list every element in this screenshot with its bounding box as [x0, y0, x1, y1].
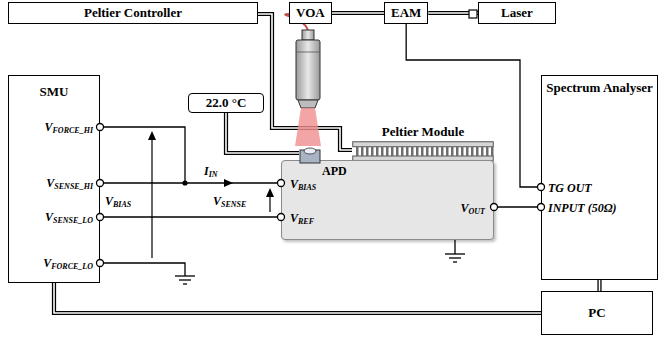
pin-label: VBIAS — [290, 176, 316, 192]
ground-symbol — [175, 276, 195, 284]
arrowhead — [224, 179, 233, 187]
box-label: Peltier Controller — [84, 5, 182, 21]
instrument-box: EAM — [384, 2, 428, 24]
terminal — [97, 124, 545, 267]
pin-label: VREF — [290, 210, 314, 226]
cable — [54, 283, 541, 313]
light-beam — [295, 108, 321, 146]
instrument-box: Laser — [478, 2, 556, 24]
cable — [258, 14, 352, 150]
device-board: VBIAS VREF VOUT APD — [281, 160, 494, 240]
connector-group — [100, 127, 281, 187]
peltier-body — [352, 141, 494, 162]
pin-name: VFORCE_HI — [44, 119, 94, 135]
junction-dot — [182, 180, 187, 185]
fibre-connector — [469, 10, 477, 18]
wire — [494, 206, 541, 207]
voltage-label: VBIAS — [104, 193, 132, 209]
photodiode-chip — [299, 147, 321, 164]
pin-name: VSENSE_HI — [45, 175, 94, 191]
connector-group — [599, 280, 600, 291]
wire — [100, 127, 281, 183]
voltage-arrow — [266, 188, 274, 212]
connector-group — [226, 113, 299, 153]
cable — [597, 280, 601, 291]
box-label: VOA — [296, 5, 325, 21]
port-label: INPUT (50Ω) — [548, 200, 617, 216]
box-label: SMU — [13, 84, 95, 100]
cable — [332, 11, 384, 15]
port-label: TG OUT — [548, 180, 592, 196]
current-label: IIN — [203, 163, 219, 179]
cable-core — [54, 283, 541, 313]
fibre-collimator — [296, 30, 320, 108]
connector-group — [494, 207, 541, 208]
temperature-readout: 22.0 °C — [188, 93, 264, 113]
cable-core — [332, 12, 384, 14]
ground-wire — [100, 263, 185, 276]
pin-name: VSENSE_LO — [44, 209, 94, 225]
box-label: Peltier Module — [352, 124, 494, 140]
instrument-box: Spectrum Analyser TG OUT INPUT (50Ω) — [541, 75, 658, 280]
controller-box: Peltier Controller — [8, 2, 258, 24]
pin-name: VFORCE_LO — [42, 255, 94, 271]
ground-wire — [454, 240, 455, 254]
box-label: APD — [322, 163, 347, 179]
connector-group — [332, 13, 384, 14]
instrument-box: VOA — [289, 2, 332, 24]
voltage-arrow — [148, 131, 156, 258]
sense-wire — [100, 182, 185, 183]
photodiode: APD — [299, 147, 351, 179]
pin-label: VOUT — [461, 200, 485, 216]
peltier-module: Peltier Module — [352, 124, 494, 162]
box-label: PC — [588, 305, 605, 321]
cable-core — [226, 113, 299, 153]
box-label: Laser — [501, 5, 533, 21]
computer-box: PC — [541, 291, 653, 335]
connector-group — [258, 14, 352, 150]
box-label: 22.0 °C — [206, 95, 247, 111]
cable-core — [258, 14, 352, 150]
box-label: EAM — [391, 5, 421, 21]
cable-core — [599, 280, 601, 291]
voltage-label: VSENSE — [212, 193, 247, 209]
wire — [100, 216, 281, 217]
connector-group — [100, 217, 281, 218]
cable — [226, 113, 299, 153]
connector-group — [54, 283, 541, 313]
box-label: Spectrum Analyser — [546, 80, 653, 96]
ground-symbol — [445, 254, 465, 262]
